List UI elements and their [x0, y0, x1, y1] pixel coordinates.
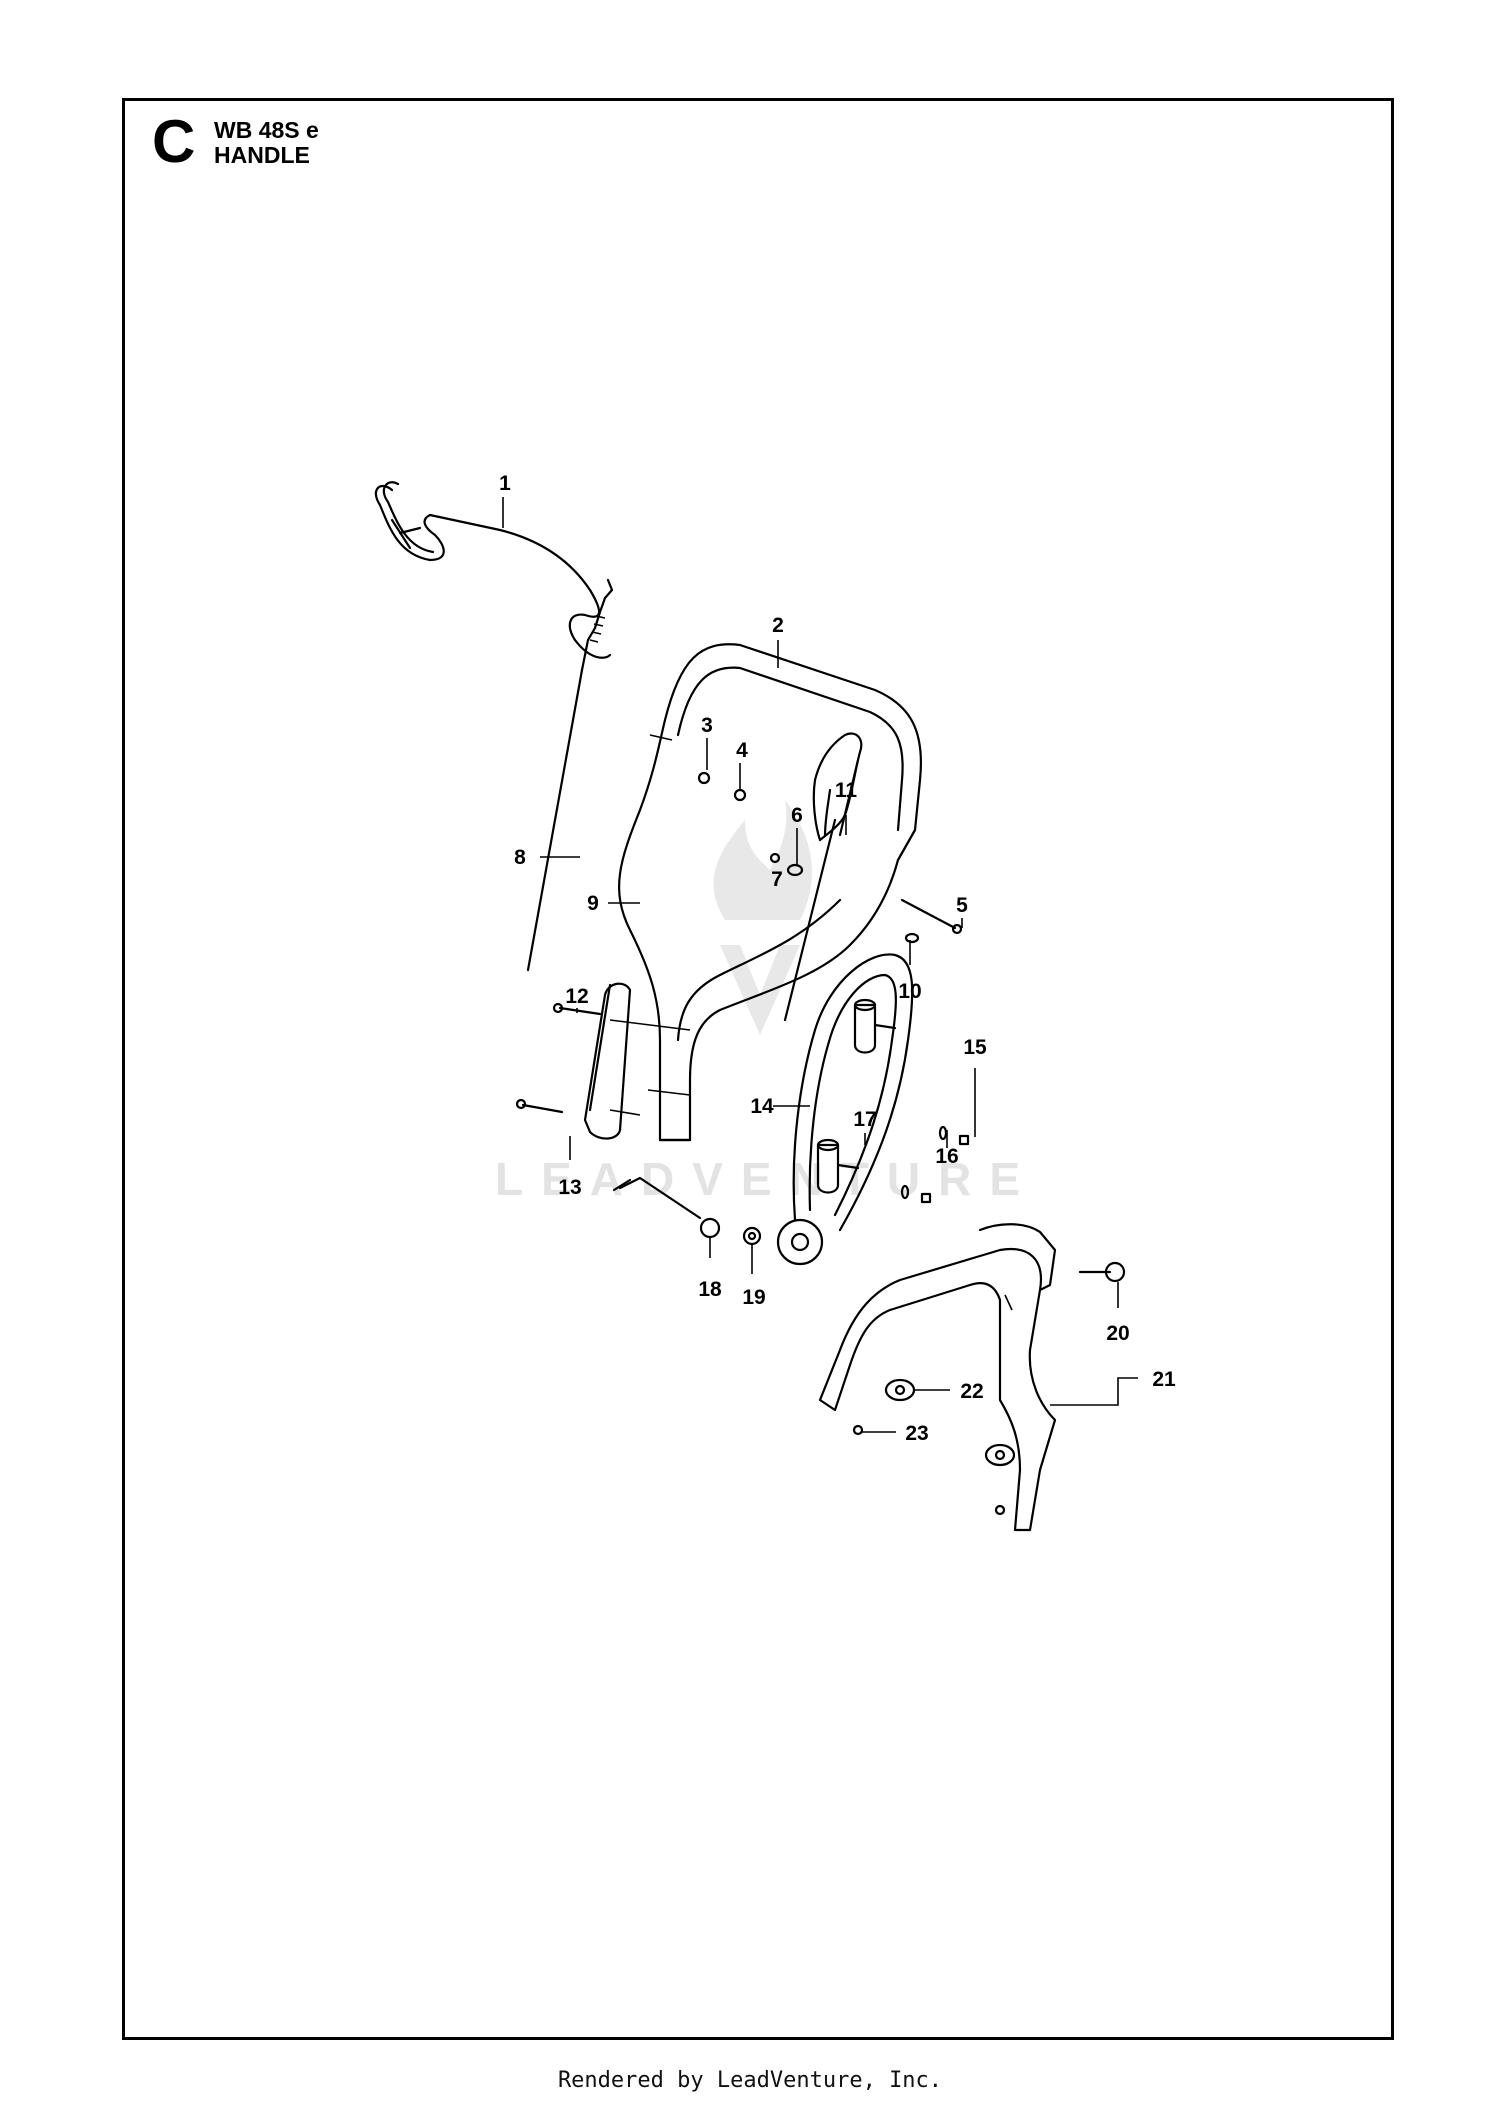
part-label-3: 3 — [701, 714, 713, 737]
lever-bracket-icon — [783, 732, 863, 1022]
part-label-23: 23 — [905, 1422, 928, 1445]
washer-icon — [904, 932, 920, 944]
diagram-frame — [122, 98, 1394, 2040]
bolt-icon — [900, 898, 963, 935]
part-label-15: 15 — [963, 1036, 987, 1059]
nut-icon — [697, 771, 711, 785]
part-labels: 1 2 3 4 5 6 7 8 9 10 11 12 13 14 15 16 1… — [499, 472, 1176, 1445]
control-bail-wire-icon — [374, 481, 612, 659]
washer-icon — [742, 1226, 762, 1246]
part-label-10: 10 — [898, 980, 921, 1003]
washer-icon — [733, 788, 747, 802]
washer-icon — [852, 1424, 1006, 1516]
part-label-19: 19 — [742, 1286, 765, 1309]
knob-nut-icon — [612, 1176, 721, 1239]
part-label-14: 14 — [750, 1095, 774, 1118]
part-label-21: 21 — [1152, 1368, 1176, 1391]
section-letter: C — [152, 108, 196, 175]
diagram-title: HANDLE — [214, 142, 310, 168]
part-label-4: 4 — [736, 739, 748, 762]
part-label-8: 8 — [514, 846, 526, 869]
part-label-17: 17 — [853, 1108, 876, 1131]
part-label-11: 11 — [835, 779, 858, 802]
part-label-1: 1 — [499, 472, 511, 495]
handle-frame-icon — [618, 643, 922, 1142]
nut-icon — [920, 1134, 970, 1204]
model-name: WB 48S e — [214, 117, 319, 143]
part-label-22: 22 — [960, 1380, 983, 1403]
part-label-18: 18 — [698, 1278, 722, 1301]
lower-handle-loop-icon — [776, 953, 914, 1266]
washer-icon — [900, 1125, 948, 1200]
watermark-text: LEADVENTURE — [495, 1153, 1038, 1205]
part-label-13: 13 — [558, 1176, 581, 1199]
part-label-5: 5 — [956, 894, 968, 917]
part-label-9: 9 — [587, 892, 599, 915]
cover-plate-icon — [583, 982, 691, 1140]
part-label-7: 7 — [771, 868, 783, 891]
footer-credit: Rendered by LeadVenture, Inc. — [557, 2068, 943, 2093]
watermark: LEADVENTURE — [495, 800, 1038, 1205]
part-label-20: 20 — [1106, 1322, 1129, 1345]
part-label-16: 16 — [935, 1145, 958, 1168]
rubber-damper-icon — [816, 998, 897, 1194]
part-label-6: 6 — [791, 804, 803, 827]
control-cable-icon — [526, 578, 614, 972]
leader-lines — [502, 497, 1138, 1433]
nut-icon — [769, 852, 781, 864]
handle-base-icon — [818, 1223, 1057, 1532]
part-label-2: 2 — [772, 614, 784, 637]
bolt-icon — [1078, 1261, 1126, 1283]
screw-icon — [515, 1002, 602, 1114]
part-label-12: 12 — [565, 985, 588, 1008]
washer-icon — [786, 863, 804, 877]
